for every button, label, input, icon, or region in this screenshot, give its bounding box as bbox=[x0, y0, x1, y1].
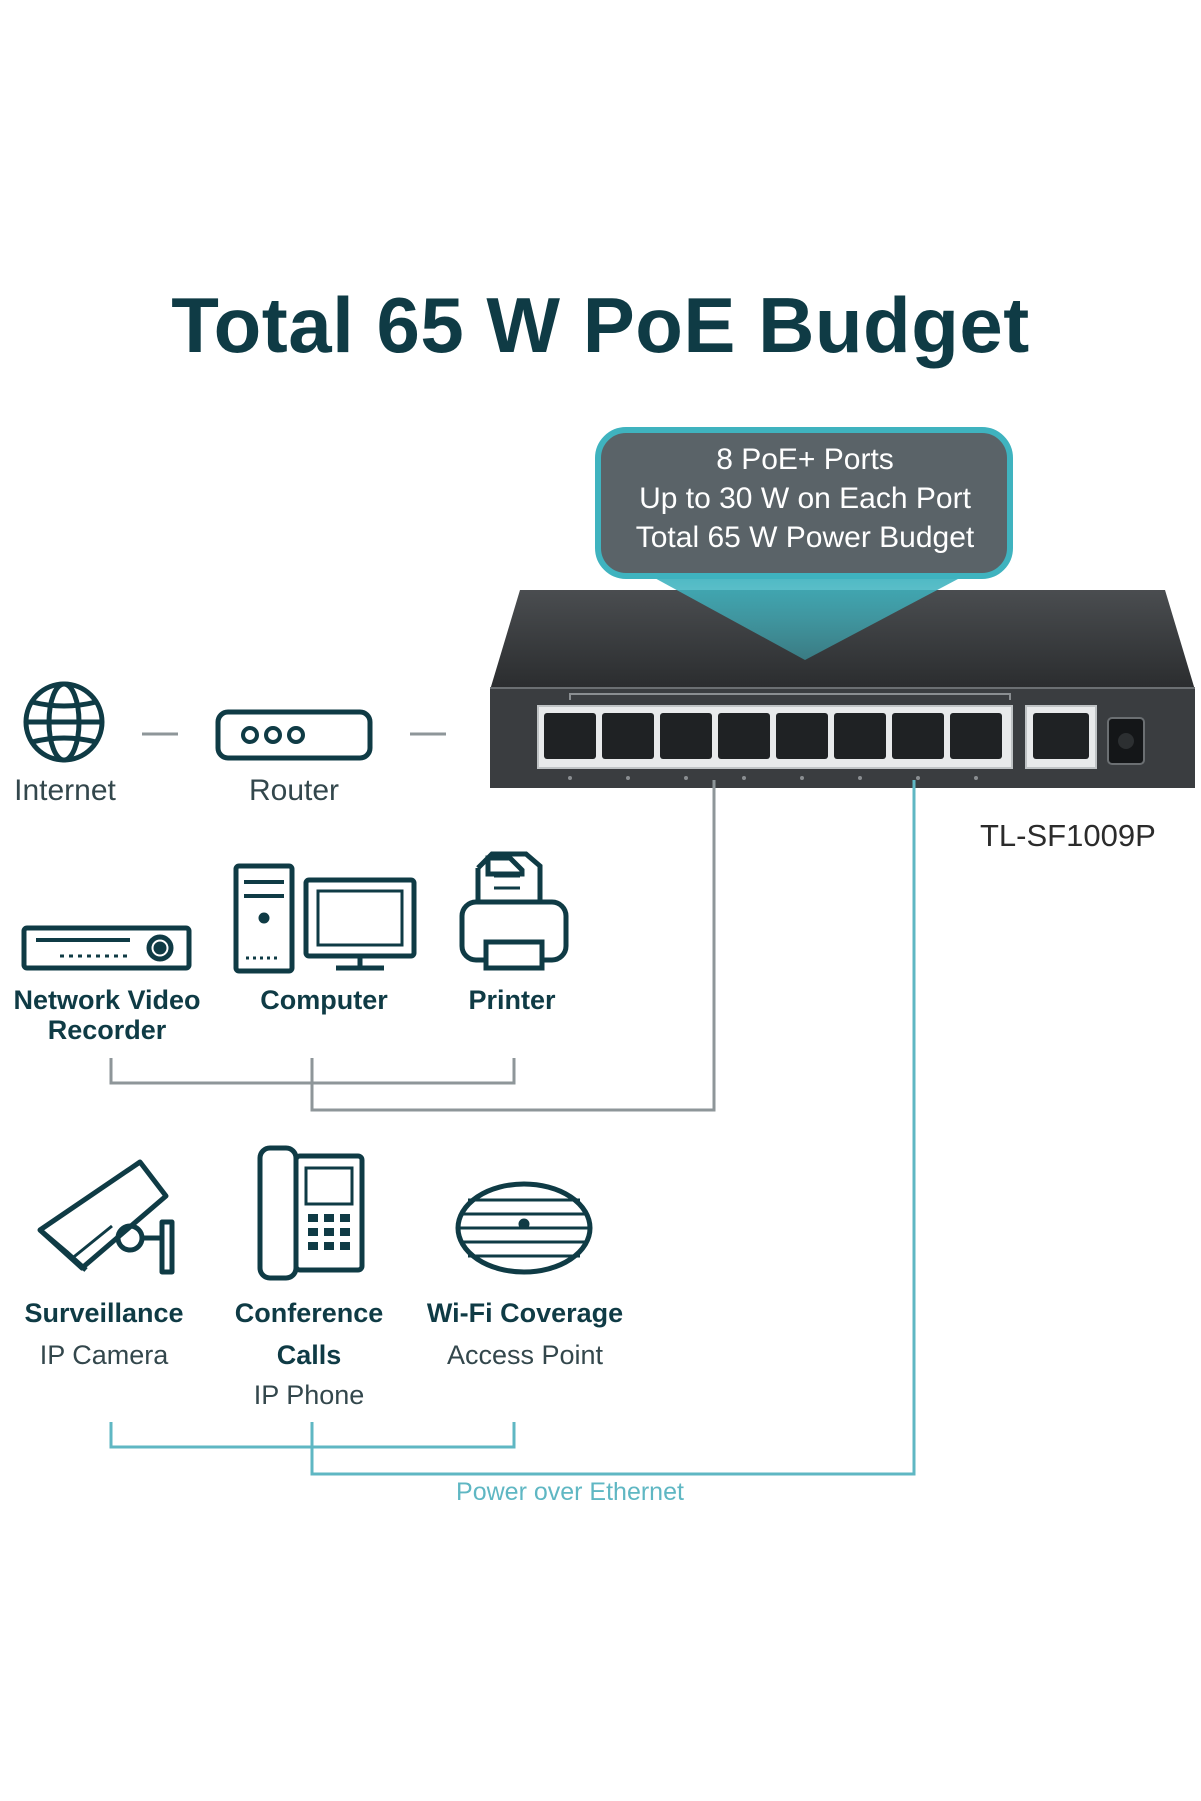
access-point-icon bbox=[455, 1181, 593, 1275]
data-bracket bbox=[109, 780, 716, 1112]
nvr-icon bbox=[21, 925, 192, 971]
computer-label: Computer bbox=[260, 985, 388, 1015]
model-label: TL-SF1009P bbox=[980, 818, 1156, 853]
callout-box bbox=[595, 427, 1013, 579]
computer-icon bbox=[233, 863, 417, 974]
camera-label: Surveillance IP Camera bbox=[24, 1298, 184, 1370]
poe-label: Power over Ethernet bbox=[456, 1478, 684, 1506]
port-2 bbox=[892, 713, 944, 759]
globe-icon bbox=[23, 681, 105, 763]
nvr-label: Network Video Recorder bbox=[13, 985, 201, 1045]
phone-label: Conference Calls IP Phone bbox=[234, 1298, 384, 1410]
rj45-ports bbox=[544, 713, 1002, 759]
callout-text: 8 PoE+ Ports Up to 30 W on Each Port Tot… bbox=[590, 440, 1020, 557]
callout-line-2: Up to 30 W on Each Port bbox=[639, 482, 971, 515]
router-icon bbox=[215, 709, 373, 761]
port-4 bbox=[776, 713, 828, 759]
phone-icon bbox=[257, 1145, 365, 1281]
port-7 bbox=[602, 713, 654, 759]
callout-beam bbox=[640, 570, 975, 660]
callout-line-1: 8 PoE+ Ports bbox=[716, 443, 894, 476]
ap-label: Wi-Fi Coverage Access Point bbox=[426, 1298, 624, 1370]
port-6 bbox=[660, 713, 712, 759]
poe-bracket bbox=[109, 780, 916, 1476]
router-label: Router bbox=[248, 774, 340, 807]
uplink-port bbox=[1033, 713, 1089, 759]
camera-icon bbox=[37, 1159, 175, 1275]
callout-line-3: Total 65 W Power Budget bbox=[635, 521, 975, 554]
page-title: Total 65 W PoE Budget bbox=[171, 281, 1030, 369]
port-1 bbox=[950, 713, 1002, 759]
printer-icon bbox=[459, 851, 569, 971]
port-8 bbox=[544, 713, 596, 759]
port-3 bbox=[834, 713, 886, 759]
internet-label: Internet bbox=[14, 774, 116, 807]
printer-label: Printer bbox=[468, 985, 556, 1015]
port-5 bbox=[718, 713, 770, 759]
